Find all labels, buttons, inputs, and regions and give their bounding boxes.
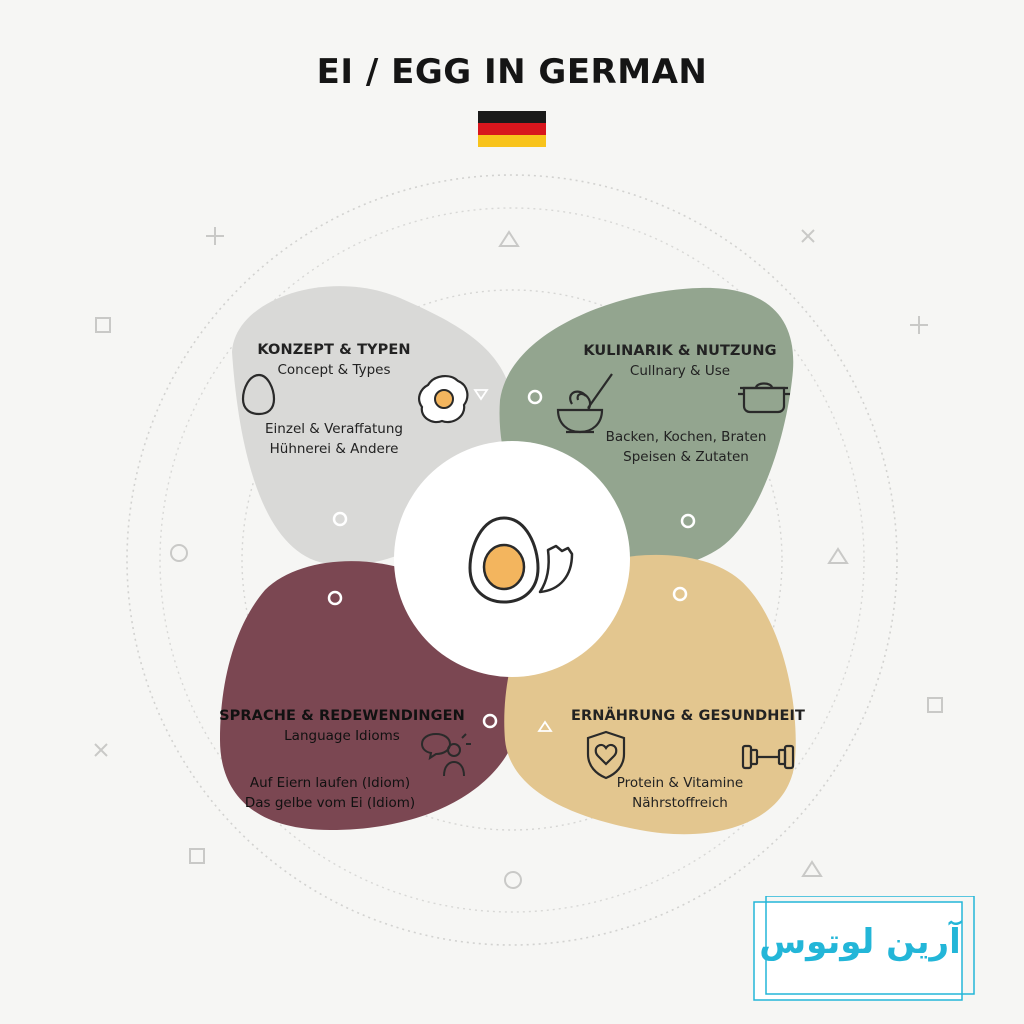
flag-stripe-red xyxy=(478,123,546,135)
concept-details: Einzel & Veraffatung Hühnerei & Andere xyxy=(224,419,444,459)
concept-subtitle: Concept & Types xyxy=(277,362,391,378)
triangle-decor-icon xyxy=(827,547,849,564)
culinary-line-2: Speisen & Zutaten xyxy=(623,449,749,465)
flag-stripe-black xyxy=(478,111,546,123)
egg-icon xyxy=(241,373,276,416)
square-decor-icon xyxy=(927,697,943,713)
language-header: SPRACHE & REDEWENDINGEN Language Idioms xyxy=(214,708,470,744)
german-flag-icon xyxy=(478,111,546,147)
flag-stripe-gold xyxy=(478,135,546,147)
cross-decor-icon xyxy=(801,229,815,243)
culinary-subtitle: Cullnary & Use xyxy=(629,363,731,379)
middle-ring xyxy=(159,207,865,913)
language-line-2: Das gelbe vom Ei (Idiom) xyxy=(244,795,416,811)
watermark-frame xyxy=(753,896,975,1001)
language-title: SPRACHE & REDEWENDINGEN xyxy=(219,708,465,724)
decor-symbols xyxy=(94,227,943,889)
health-header: ERNÄHRUNG & GESUNDHEIT xyxy=(562,708,814,724)
egg-half-icon xyxy=(468,516,574,604)
triangle-decor-icon xyxy=(801,860,823,877)
concept-line-2: Hühnerei & Andere xyxy=(269,441,399,457)
whisk-bowl-icon xyxy=(556,373,613,434)
concept-header: KONZEPT & TYPEN Concept & Types xyxy=(234,342,434,378)
concept-line-1: Einzel & Veraffatung xyxy=(265,421,403,437)
page-title: EI / EGG IN GERMAN xyxy=(316,52,708,92)
dumbbell-icon xyxy=(741,744,795,770)
heart-shield-icon xyxy=(586,730,626,780)
health-title: ERNÄHRUNG & GESUNDHEIT xyxy=(570,708,805,724)
cooking-pot-icon xyxy=(738,382,790,414)
culinary-title: KULINARIK & NUTZUNG xyxy=(583,343,777,359)
inner-ring xyxy=(241,289,783,831)
concept-title: KONZEPT & TYPEN xyxy=(257,342,411,358)
speech-person-icon xyxy=(420,732,471,777)
circle-decor-icon xyxy=(170,544,188,562)
language-line-1: Auf Eiern laufen (Idiom) xyxy=(249,775,411,791)
square-decor-icon xyxy=(189,848,205,864)
fried-egg-icon xyxy=(418,375,469,424)
watermark-text: آرین لوتوس xyxy=(759,922,961,962)
cross-decor-icon xyxy=(94,743,108,757)
culinary-line-1: Backen, Kochen, Braten xyxy=(605,429,767,445)
plus-decor-icon xyxy=(206,227,224,245)
outer-ring xyxy=(126,174,898,946)
triangle-decor-icon xyxy=(498,230,520,247)
health-line-1: Protein & Vitamine xyxy=(616,775,744,791)
plus-decor-icon xyxy=(910,316,928,334)
culinary-details: Backen, Kochen, Braten Speisen & Zutaten xyxy=(576,427,796,467)
petal-markers xyxy=(327,389,696,732)
health-line-2: Nährstoffreich xyxy=(632,795,728,811)
circle-decor-icon xyxy=(504,871,522,889)
health-details: Protein & Vitamine Nährstoffreich xyxy=(590,773,770,813)
culinary-header: KULINARIK & NUTZUNG Cullnary & Use xyxy=(570,343,790,379)
square-decor-icon xyxy=(95,317,111,333)
language-details: Auf Eiern laufen (Idiom) Das gelbe vom E… xyxy=(222,773,438,813)
language-subtitle: Language Idioms xyxy=(284,728,400,744)
